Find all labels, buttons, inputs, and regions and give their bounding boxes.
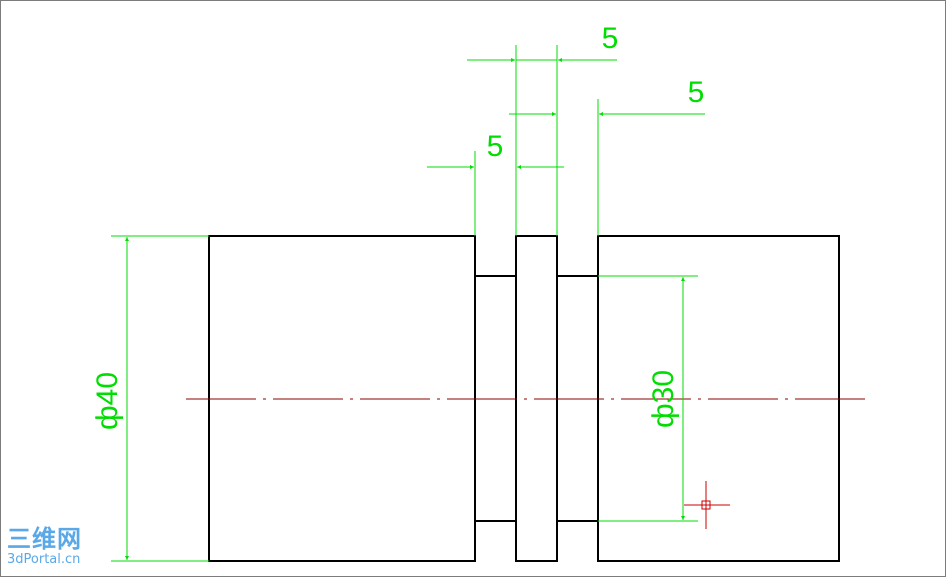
dimensions (111, 45, 705, 562)
width-label-top: 5 (602, 22, 619, 55)
dia30-label: ф30 (647, 370, 680, 428)
width-label-low: 5 (487, 130, 504, 163)
cad-crosshair-cursor[interactable] (684, 481, 730, 529)
dia40-label: ф40 (91, 372, 124, 430)
watermark-name: 三维网 (7, 525, 82, 553)
width-label-mid: 5 (688, 76, 705, 109)
watermark-url: 3dPortal.cn (7, 552, 81, 567)
watermark-logo: 三维网 3dPortal.cn (7, 525, 82, 567)
